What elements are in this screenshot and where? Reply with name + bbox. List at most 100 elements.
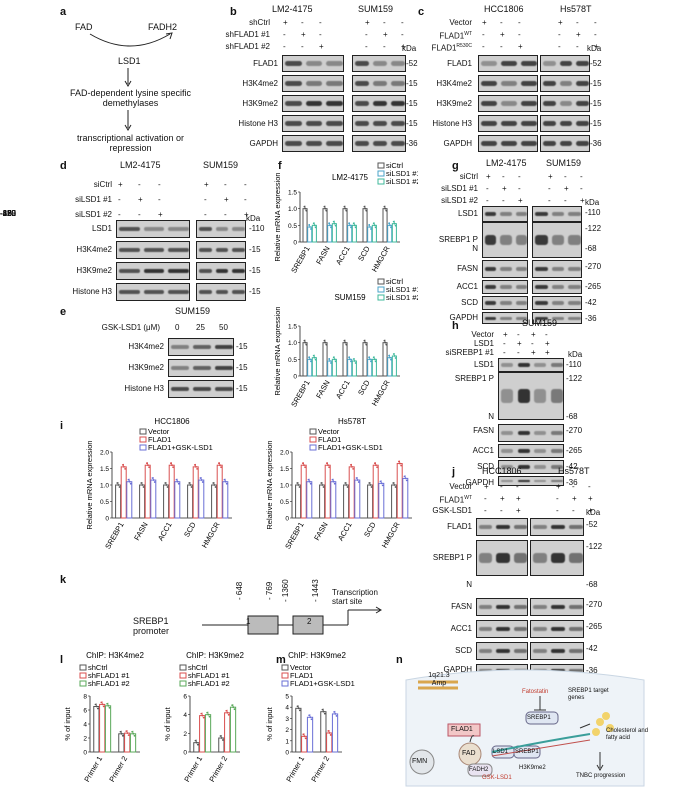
chart-title: ChIP: H3K9me2 [288, 652, 346, 660]
panel-b-blot [282, 95, 344, 112]
data-point [233, 708, 236, 711]
y-tick-label: 1 [285, 738, 289, 745]
y-tick-label: 0.5 [100, 499, 109, 506]
panel-c-sign: + [500, 30, 505, 39]
y-tick-label: 4 [285, 705, 289, 712]
data-point [217, 462, 220, 465]
panel-g-band [515, 285, 527, 289]
bar [322, 342, 328, 377]
panel-c-band [559, 61, 573, 66]
panel-j-blot-label: N [466, 580, 472, 589]
panel-e-band [215, 344, 233, 350]
data-point [392, 353, 395, 355]
panel-h-band [517, 430, 530, 436]
panel-h-sign: - [503, 348, 506, 357]
data-point [224, 480, 227, 483]
x-tick-label: FASN [312, 521, 330, 542]
data-point [189, 484, 192, 486]
panel-d-band [215, 226, 229, 232]
data-point [368, 224, 370, 226]
panel-g-band [568, 316, 581, 320]
data-point [389, 356, 391, 359]
panel-h-kda: kDa [568, 350, 583, 359]
panel-j-sign: - [484, 506, 487, 515]
panel-c-blot-label: Histone H3 [432, 118, 472, 128]
data-point [405, 479, 408, 482]
panel-i-legend-right-swatch [309, 436, 317, 443]
data-point [308, 480, 311, 483]
panel-d-sign: - [244, 180, 247, 189]
panel-d-sign: - [204, 210, 207, 219]
data-point [148, 466, 151, 469]
panel-b-band [285, 101, 302, 106]
x-tick-label: Primer 1 [182, 755, 204, 784]
panel-h-blot-kda: -270 [566, 426, 583, 435]
panel-d-band [168, 247, 189, 253]
panel-k-pos-4: - 1443 [311, 579, 320, 602]
panel-e-dose-3: 50 [219, 323, 228, 332]
panel-c-blot-kda: -52 [590, 58, 602, 68]
panel-b-band [326, 121, 343, 126]
data-point [346, 486, 349, 488]
panel-j-blot-kda: -42 [586, 644, 598, 653]
panel-h-band [534, 449, 546, 453]
data-point [321, 708, 324, 711]
panel-h-blot-kda: -68 [566, 412, 578, 421]
data-point [385, 209, 388, 212]
panel-j-band [496, 552, 510, 564]
panel-d-sign: + [224, 195, 229, 204]
panel-d-band [232, 226, 245, 232]
data-point [201, 714, 204, 717]
panel-g-band [535, 285, 548, 289]
panel-d-sign: + [244, 210, 249, 219]
data-point [332, 480, 335, 483]
panel-g-band [515, 266, 527, 272]
panel-g-blot [532, 296, 582, 310]
panel-j-band [569, 552, 583, 564]
bar [342, 342, 348, 377]
panel-g-band [485, 266, 497, 272]
data-point [368, 356, 370, 359]
panel-i-legend-left-swatch [139, 428, 147, 435]
panel-g-sign: - [548, 184, 551, 193]
panel-n-srebp1-bottom: SREBP1 [515, 749, 539, 755]
x-tick-label: SREBP1 [289, 379, 312, 409]
panel-g-band [500, 316, 512, 320]
panel-c-blot [478, 55, 538, 72]
panel-c-blot-kda: -15 [590, 118, 602, 128]
panel-j-row-3: GSK-LSD1 [432, 506, 472, 515]
panel-n-h3k9: H3K9me2 [519, 765, 546, 771]
data-point [394, 357, 397, 359]
panel-c-band [576, 141, 589, 146]
panel-b-blot [282, 115, 344, 132]
data-point [327, 464, 329, 467]
panel-b-band [373, 141, 387, 146]
panel-c-row-2: FLAD1WT [439, 31, 472, 41]
panel-k-label: k [60, 574, 67, 586]
panel-l-legend-left-swatch [79, 664, 87, 671]
data-point [175, 478, 178, 481]
panel-k-tss: Transcription start site [332, 588, 378, 606]
panel-g-band [551, 266, 565, 272]
panel-j-kda: kDa [586, 508, 601, 517]
data-point [373, 224, 376, 227]
data-point [223, 478, 226, 481]
panel-g-blot-label: N [472, 244, 478, 253]
data-point [127, 734, 130, 736]
panel-h-band [550, 479, 563, 483]
panel-g-sign: - [518, 172, 521, 181]
panel-b-sign: - [365, 30, 368, 39]
bar [144, 464, 151, 519]
data-point [129, 482, 132, 485]
data-point [121, 463, 124, 466]
bar [396, 463, 403, 519]
chart-title: HCC1806 [154, 418, 190, 426]
panel-g-band [515, 234, 527, 246]
data-point [345, 343, 348, 346]
panel-c-blot [478, 115, 538, 132]
panel-j-band [533, 604, 547, 610]
panel-h-sign: - [545, 330, 548, 339]
panel-e-group: SUM159 [175, 306, 211, 316]
panel-b-sign: - [365, 42, 368, 51]
data-point [131, 730, 134, 733]
